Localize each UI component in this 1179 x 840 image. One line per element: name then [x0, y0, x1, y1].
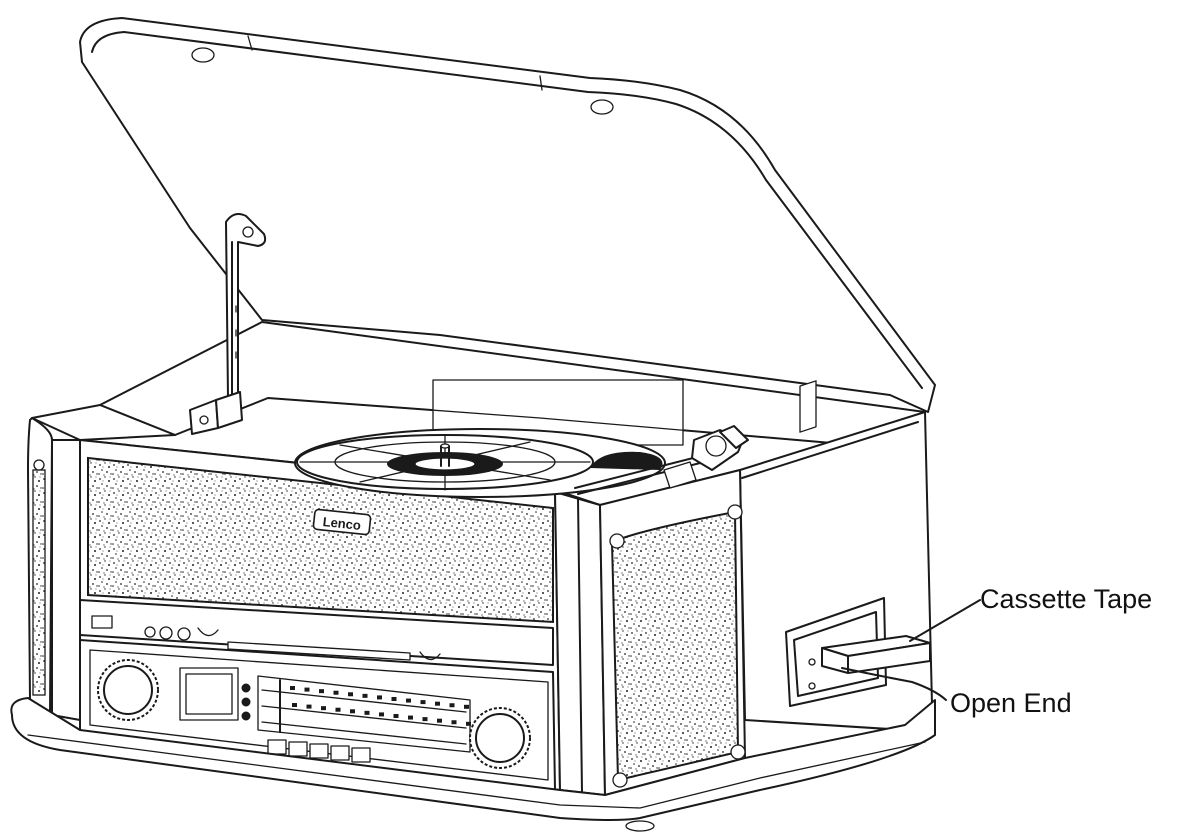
dial-tick — [391, 696, 397, 701]
tuning-dial — [257, 675, 471, 753]
dial-tick — [449, 703, 455, 708]
dial-tick — [435, 701, 440, 706]
cabinet: Lenco — [10, 321, 936, 832]
dial-tick — [379, 712, 384, 717]
dial-tick — [393, 713, 399, 718]
lcd-display — [179, 667, 239, 721]
dial-tick — [306, 704, 312, 709]
open-end-leader — [841, 667, 947, 701]
lid-screw-hole-left — [191, 47, 215, 63]
dial-tick — [350, 709, 355, 714]
cassette-button-2[interactable] — [288, 741, 308, 757]
dial-tick — [292, 703, 297, 708]
screw-bottom-left — [612, 772, 628, 788]
lid-screw-hole-right — [590, 99, 614, 115]
foot — [625, 820, 655, 832]
volume-knob[interactable] — [97, 659, 159, 721]
dial-tick — [319, 689, 324, 694]
cassette-tape — [821, 635, 931, 674]
dial-tick — [420, 700, 426, 705]
dial-tick — [406, 698, 411, 703]
button-small-2[interactable] — [159, 626, 173, 640]
tuning-knob[interactable] — [469, 707, 531, 769]
lid-stay — [189, 213, 267, 435]
dial-tick — [290, 686, 295, 691]
cd-slot[interactable] — [227, 641, 411, 661]
indicator-led-1 — [241, 683, 251, 693]
button-small-3[interactable] — [177, 627, 191, 641]
dial-tick — [333, 690, 339, 695]
side-speaker-grille — [610, 510, 740, 782]
turntable — [294, 428, 666, 498]
callout-cassette-tape: Cassette Tape — [980, 584, 1153, 614]
brand-plate: Lenco — [312, 508, 372, 536]
indicator-led-3 — [241, 711, 251, 721]
dial-tick — [362, 693, 368, 698]
cassette-button-1[interactable] — [267, 739, 287, 755]
dial-tick — [422, 717, 428, 722]
dial-tick — [408, 715, 413, 720]
headphone-notch-left — [197, 627, 219, 637]
lid — [79, 17, 936, 413]
dial-tick — [464, 704, 469, 709]
tonearm — [574, 425, 749, 495]
dial-tick — [377, 695, 382, 700]
screw-top-right — [727, 504, 743, 520]
dial-tick — [437, 718, 442, 723]
cassette-buttons — [267, 739, 371, 763]
cassette-button-5[interactable] — [351, 747, 371, 763]
dial-tick — [335, 707, 341, 712]
control-strip — [79, 599, 554, 666]
screw-top-left — [609, 533, 625, 549]
dial-tick — [466, 721, 471, 726]
cassette-button-3[interactable] — [309, 743, 329, 759]
brand-plate-text: Lenco — [322, 514, 362, 533]
base-plinth — [10, 697, 936, 821]
cassette-button-4[interactable] — [330, 745, 350, 761]
dial-tick — [364, 710, 370, 715]
dial-tick — [451, 720, 457, 725]
dial-tick — [348, 692, 353, 697]
dial-tick — [304, 687, 310, 692]
power-switch[interactable] — [91, 615, 113, 629]
cassette-tape-leader — [909, 599, 981, 642]
corner-screw-left — [33, 459, 45, 471]
dial-tick — [321, 706, 326, 711]
button-small-1[interactable] — [144, 626, 156, 638]
indicator-led-2 — [241, 697, 251, 707]
screw-bottom-right — [730, 744, 746, 760]
callout-open-end: Open End — [950, 688, 1072, 718]
cd-notch — [419, 651, 441, 661]
